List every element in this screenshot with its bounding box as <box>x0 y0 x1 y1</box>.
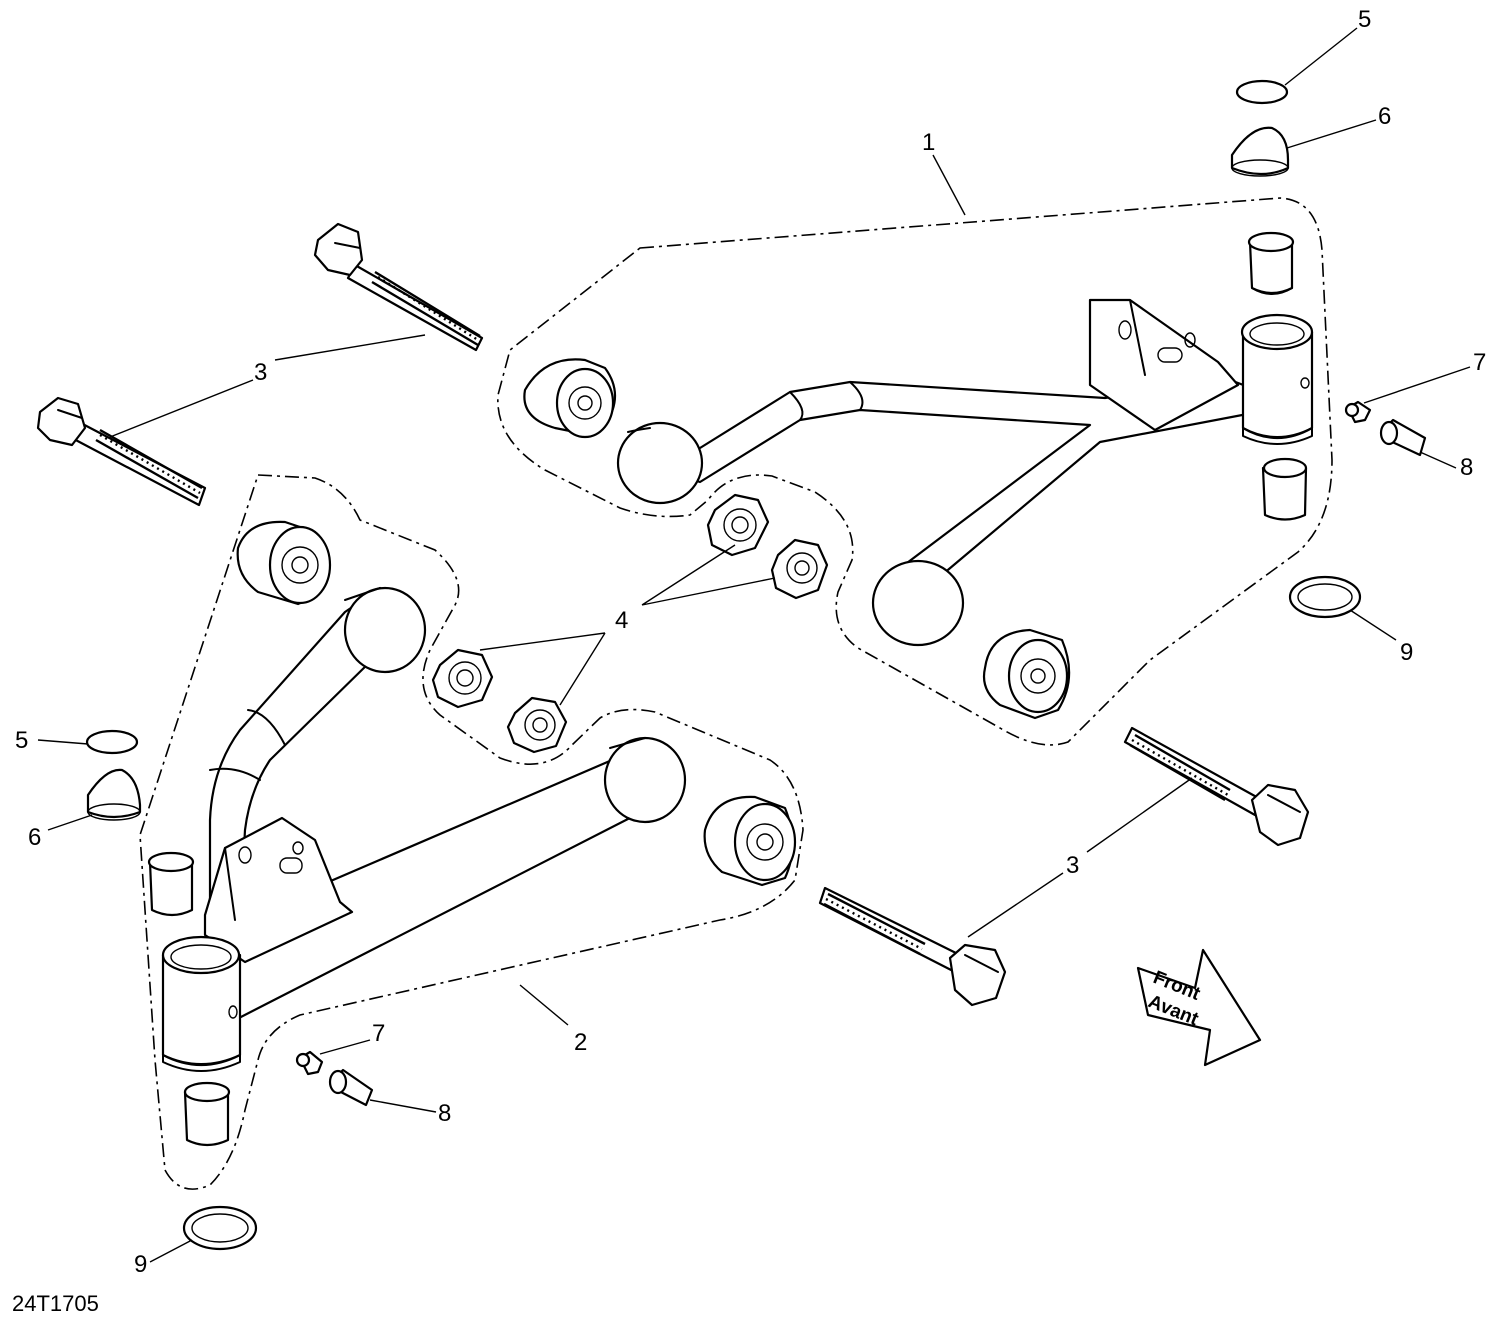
upper-arm-mount-bracket <box>1088 298 1240 432</box>
callout-4: 4 <box>615 607 628 634</box>
lower-arm-assembly-boundary <box>139 474 804 1190</box>
callout-3-top: 3 <box>254 359 267 386</box>
upper-rear-bushing <box>523 358 616 439</box>
nut-upper-left <box>706 493 770 557</box>
grease-fitting-left <box>295 1050 324 1076</box>
lower-a-arm <box>161 586 687 1072</box>
front-direction-arrow: Front Avant <box>1136 948 1262 1067</box>
nut-lower-left <box>431 648 494 709</box>
plug-left <box>328 1068 374 1107</box>
leader-lines <box>37 27 1471 1263</box>
bolt-lower-center <box>818 886 1007 1007</box>
upper-top-sleeve <box>1247 231 1295 295</box>
callout-8-right: 8 <box>1460 454 1473 481</box>
callout-7-right: 7 <box>1473 349 1486 376</box>
lower-top-sleeve <box>147 851 195 917</box>
upper-bottom-sleeve <box>1261 457 1308 521</box>
callout-6-top: 6 <box>1378 103 1391 130</box>
nut-lower-right <box>506 696 568 754</box>
bolt-top <box>313 222 484 352</box>
figure-reference-code: 24T1705 <box>12 1291 99 1316</box>
callout-5-left: 5 <box>15 727 28 754</box>
seal-ring-left <box>182 1205 258 1251</box>
lower-bottom-sleeve <box>183 1081 231 1147</box>
callout-8-left: 8 <box>438 1100 451 1127</box>
callout-1: 1 <box>922 129 935 156</box>
nut-upper-right <box>770 538 829 600</box>
callout-7-left: 7 <box>372 1020 385 1047</box>
callout-9-left: 9 <box>134 1251 147 1278</box>
callout-2: 2 <box>574 1029 587 1056</box>
seal-ring-right <box>1288 575 1362 619</box>
o-ring-left <box>85 729 139 755</box>
bolt-left <box>36 396 207 507</box>
callout-5-top: 5 <box>1358 6 1371 33</box>
cap-top-right <box>1230 126 1290 177</box>
callout-9-right: 9 <box>1400 639 1413 666</box>
callout-3-bottom: 3 <box>1066 852 1079 879</box>
lower-front-bushing <box>703 795 797 887</box>
callout-6-left: 6 <box>28 824 41 851</box>
o-ring-top-right <box>1235 79 1289 105</box>
cap-left <box>86 768 142 821</box>
grease-fitting-right <box>1344 400 1372 424</box>
upper-front-bushing <box>982 628 1071 720</box>
plug-right <box>1379 418 1427 457</box>
upper-arm-assembly-boundary <box>497 197 1333 746</box>
lower-rear-bushing <box>236 520 332 606</box>
upper-a-arm <box>616 298 1314 647</box>
bolt-right <box>1123 726 1310 847</box>
